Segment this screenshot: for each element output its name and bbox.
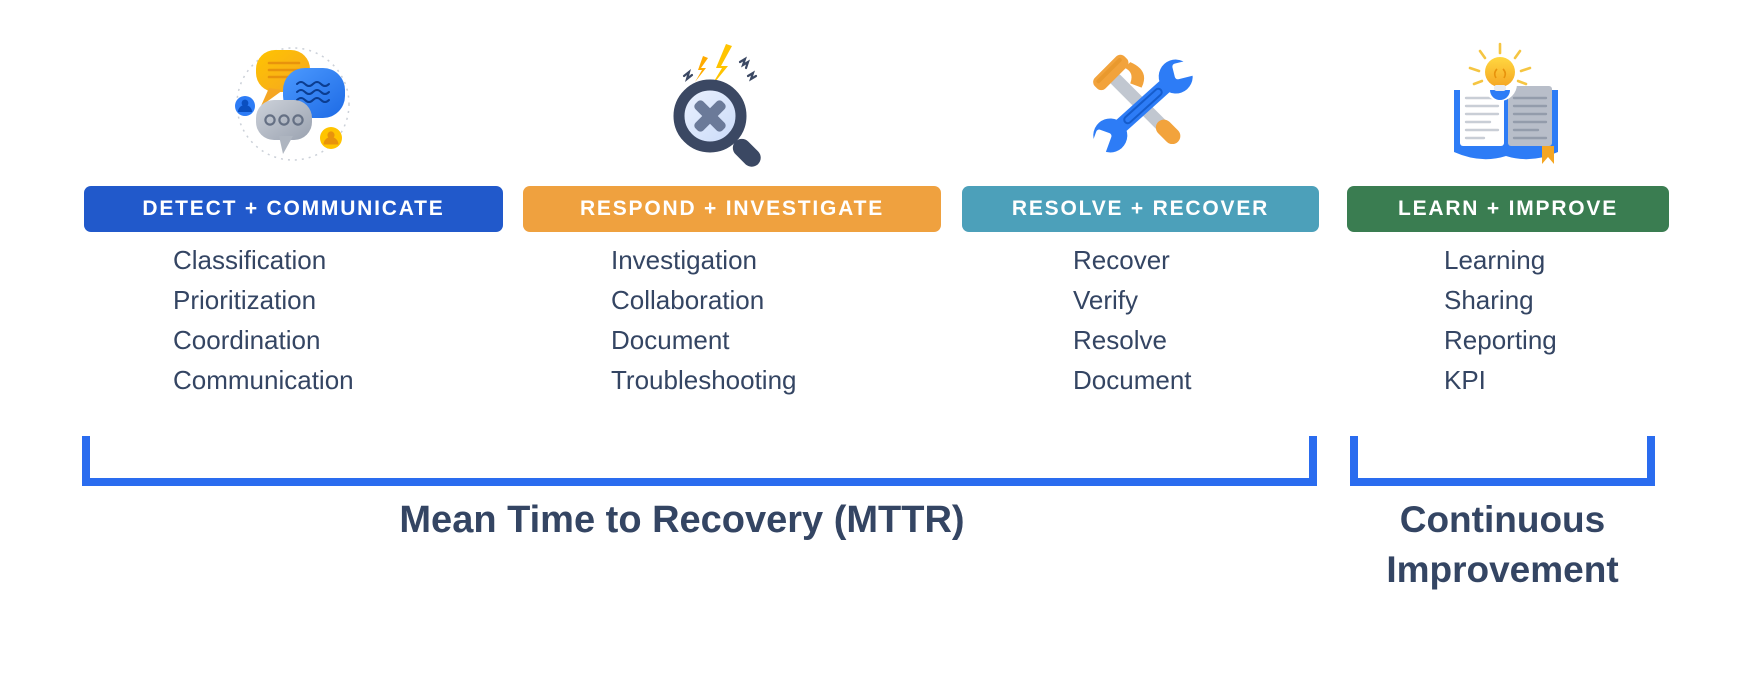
phase-item: Collaboration: [611, 284, 765, 315]
phase-header-detect: DETECT + COMMUNICATE: [84, 186, 503, 232]
phase-item: Recover: [1073, 244, 1170, 275]
hammer-wrench-icon: [1073, 42, 1213, 170]
phase-item: Sharing: [1444, 284, 1534, 315]
phase-header-learn: LEARN + IMPROVE: [1347, 186, 1669, 232]
book-lightbulb-icon: [1438, 42, 1578, 170]
speech-bubbles-icon: [223, 42, 363, 170]
phase-item: KPI: [1444, 364, 1486, 395]
phase-item: Document: [1073, 364, 1192, 395]
continuous-improvement-label-line2: Improvement: [1386, 549, 1619, 590]
phase-item: Communication: [173, 364, 354, 395]
phase-item: Investigation: [611, 244, 757, 275]
magnifier-error-icon: [648, 42, 788, 170]
magnifier-error-icon: [673, 44, 761, 167]
phase-item: Document: [611, 324, 730, 355]
continuous-improvement-label: Continuous Improvement: [1330, 495, 1675, 595]
phase-list-detect: Classification Prioritization Coordinati…: [173, 240, 354, 400]
phase-item: Coordination: [173, 324, 321, 355]
phase-item: Prioritization: [173, 284, 317, 315]
mttr-bracket: [82, 436, 1317, 486]
phase-item: Reporting: [1444, 324, 1557, 355]
phase-item: Resolve: [1073, 324, 1167, 355]
phase-list-learn: Learning Sharing Reporting KPI: [1444, 240, 1557, 400]
phase-list-respond: Investigation Collaboration Document Tro…: [611, 240, 797, 400]
continuous-improvement-label-line1: Continuous: [1399, 499, 1606, 540]
phase-item: Troubleshooting: [611, 364, 797, 395]
phase-header-resolve: RESOLVE + RECOVER: [962, 186, 1319, 232]
phase-header-respond: RESPOND + INVESTIGATE: [523, 186, 941, 232]
phase-item: Classification: [173, 244, 327, 275]
phase-item: Learning: [1444, 244, 1546, 275]
phase-item: Verify: [1073, 284, 1139, 315]
phase-list-resolve: Recover Verify Resolve Document: [1073, 240, 1192, 400]
hammer-wrench-icon: [1089, 54, 1199, 156]
mttr-label: Mean Time to Recovery (MTTR): [399, 499, 965, 541]
book-lightbulb-icon: [1454, 42, 1558, 164]
continuous-improvement-bracket: [1350, 436, 1655, 486]
speech-bubbles-icon: [235, 47, 350, 161]
